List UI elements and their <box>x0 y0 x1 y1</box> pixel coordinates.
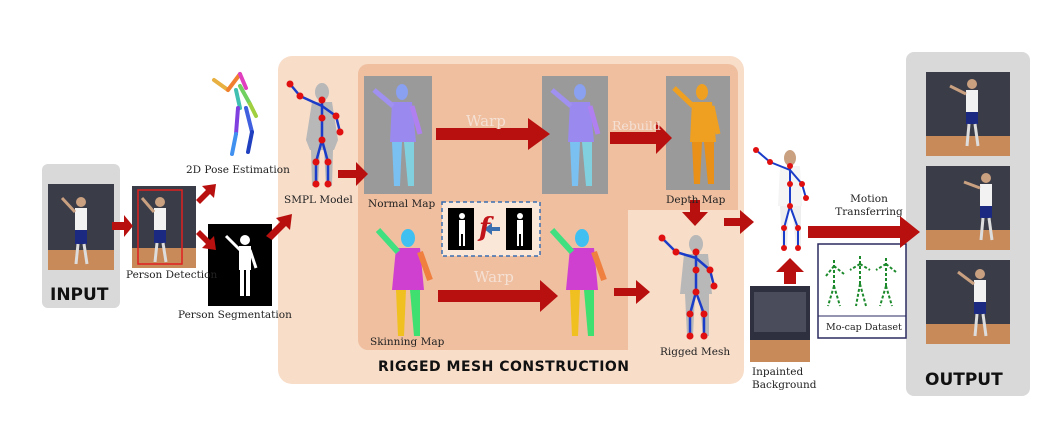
function-symbol: f <box>479 213 491 243</box>
warped-normal-map-figure <box>542 76 608 194</box>
input-title: INPUT <box>50 285 109 305</box>
function-box <box>441 201 541 257</box>
input-photo <box>48 184 114 270</box>
rigged-mesh-construction-title: RIGGED MESH CONSTRUCTION <box>378 359 630 375</box>
inpainted-background-label: Inpainted Background <box>752 366 817 391</box>
warped-skinning-map-figure <box>549 227 607 336</box>
pose-estimation-label: 2D Pose Estimation <box>186 164 290 176</box>
mocap-dataset-label: Mo-cap Dataset <box>826 322 902 333</box>
flow-arrows <box>112 118 920 312</box>
smpl-model-label: SMPL Model <box>284 194 353 206</box>
skinning-map-label: Skinning Map <box>370 336 445 348</box>
rigged-mesh-label: Rigged Mesh <box>660 346 731 358</box>
skinning-map-figure <box>375 227 433 336</box>
person-segmentation-label: Person Segmentation <box>178 309 292 321</box>
output-photo-2 <box>926 166 1010 250</box>
depth-map-figure <box>666 76 730 190</box>
output-photo-3 <box>926 260 1010 344</box>
normal-map-figure <box>364 76 432 194</box>
warp-bottom-label: Warp <box>474 268 514 286</box>
motion-transferring-label: Motion Transferring <box>835 193 903 218</box>
mocap-dataset-box <box>817 243 907 339</box>
rigged-mesh-figure <box>658 234 718 340</box>
depth-map-label: Depth Map <box>666 194 726 206</box>
output-title: OUTPUT <box>925 370 1003 390</box>
normal-map-label: Normal Map <box>368 198 436 210</box>
segmentation-silhouette <box>208 224 272 306</box>
person-detection-label: Person Detection <box>126 269 218 281</box>
warp-top-label: Warp <box>466 112 506 130</box>
inpainted-background-photo <box>750 286 810 362</box>
smpl-mesh-icon <box>286 80 344 188</box>
person-detection-photo <box>132 186 196 268</box>
pose-skeleton-icon <box>212 72 258 156</box>
rebuild-label: Rebuild <box>612 118 661 133</box>
output-photo-1 <box>926 72 1010 156</box>
textured-rigged-character <box>753 147 809 251</box>
